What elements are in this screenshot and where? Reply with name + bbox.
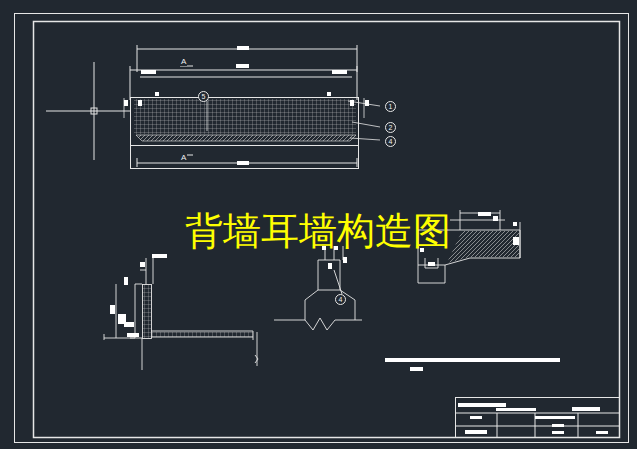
callout-circle: 1 (385, 101, 396, 112)
callout-number: 4 (389, 138, 393, 145)
callout-circle: 4 (335, 294, 346, 305)
callout-number: 5 (202, 93, 206, 100)
callout-number: 2 (389, 124, 393, 131)
drawing-title: 背墙耳墙构造图 (185, 212, 451, 250)
callout-number: 1 (389, 103, 393, 110)
callout-circle: 2 (385, 122, 396, 133)
section-mark: A (180, 154, 187, 162)
callout-number: 4 (339, 296, 343, 303)
section-mark: A (180, 58, 187, 66)
callout-circle: 4 (385, 136, 396, 147)
callout-circle: 5 (198, 91, 209, 102)
